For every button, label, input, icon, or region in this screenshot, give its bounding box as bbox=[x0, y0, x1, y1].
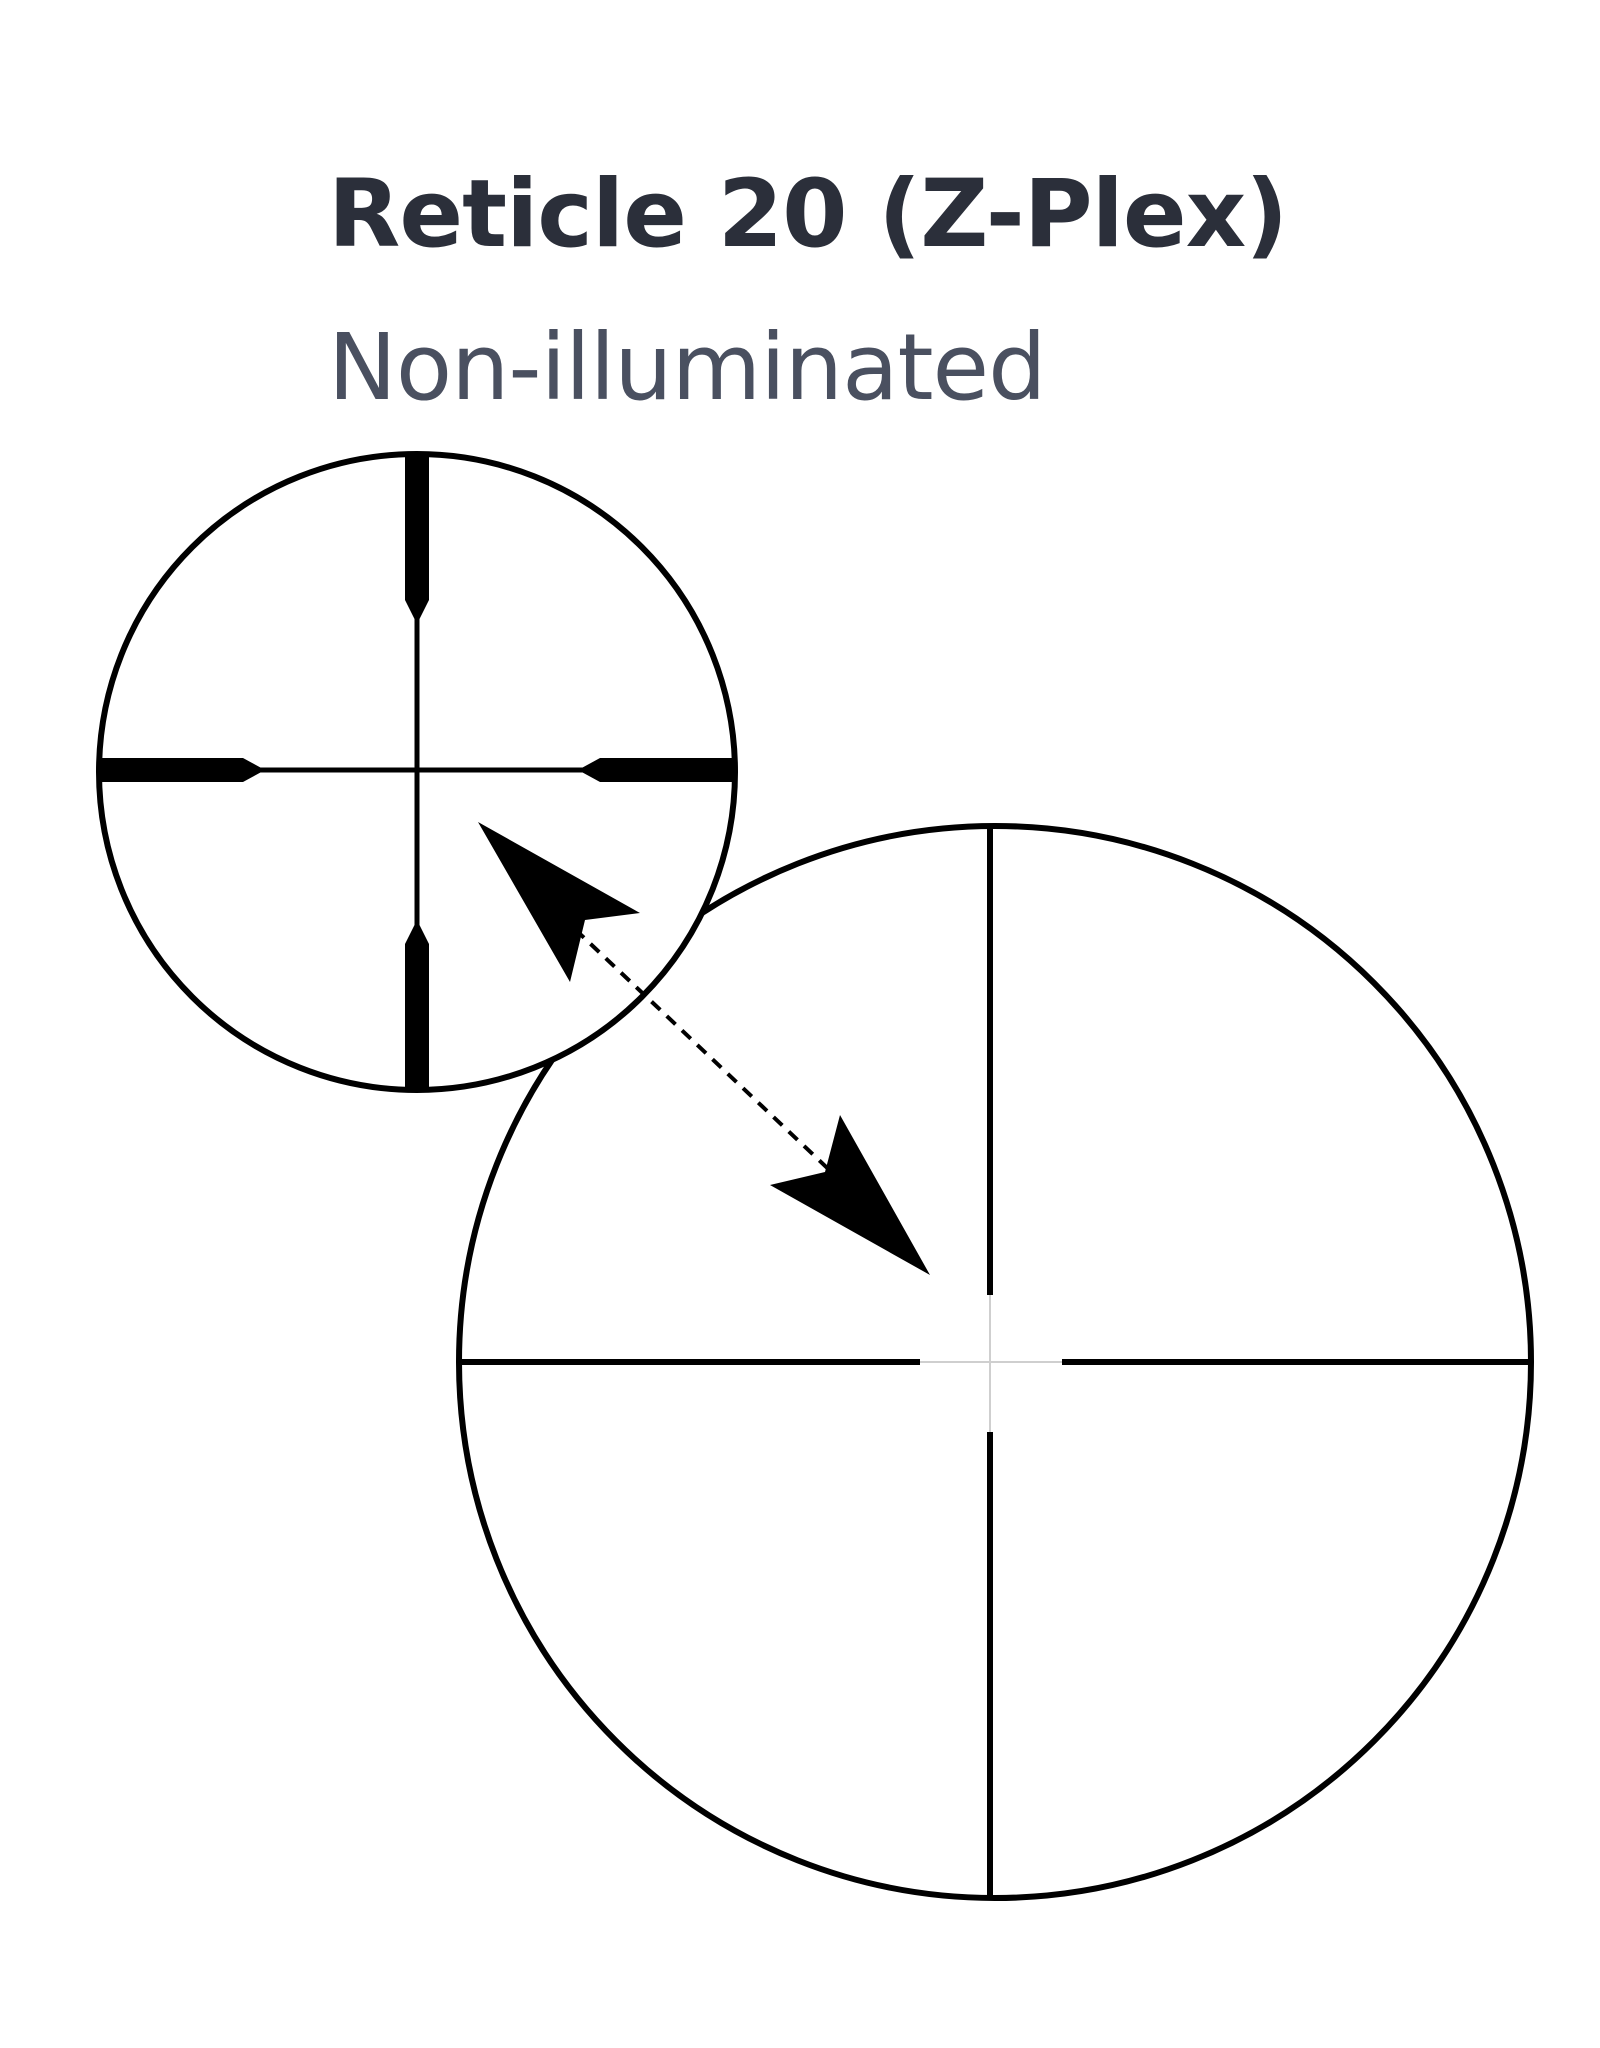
reticle-subtitle: Non-illuminated bbox=[328, 314, 1047, 421]
arrow-head-upper-left bbox=[478, 822, 640, 982]
arrow-dashed-shaft bbox=[558, 913, 842, 1182]
large-reticle bbox=[456, 823, 1534, 1901]
double-arrow bbox=[478, 822, 930, 1275]
small-reticle-post-bottom bbox=[405, 920, 429, 1088]
small-reticle-post-left bbox=[101, 758, 265, 782]
arrow-head-lower-right bbox=[770, 1115, 930, 1275]
reticle-title: Reticle 20 (Z-Plex) bbox=[328, 160, 1288, 269]
small-reticle-post-right bbox=[578, 758, 733, 782]
small-reticle-post-top bbox=[405, 456, 429, 624]
small-reticle bbox=[96, 451, 738, 1093]
